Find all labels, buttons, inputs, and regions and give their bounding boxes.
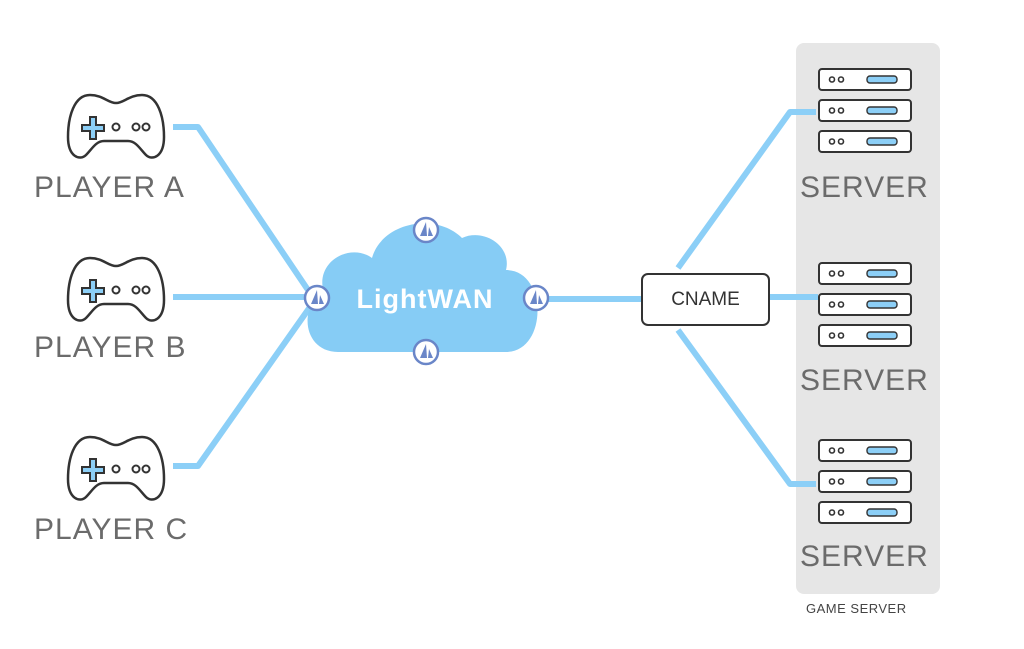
cloud-node-top <box>412 216 440 244</box>
server-rack-icon <box>818 439 912 524</box>
cloud-node-right <box>522 284 550 312</box>
link-player-a <box>173 124 313 295</box>
server-3-label: SERVER <box>800 540 929 573</box>
link-server-3 <box>675 328 816 487</box>
game-server-group-label: GAME SERVER <box>806 601 907 616</box>
player-c-label: PLAYER C <box>34 513 189 546</box>
server-rack-icon <box>818 262 912 347</box>
link-server-1 <box>675 109 816 270</box>
cloud-node-left <box>303 284 331 312</box>
server-1-label: SERVER <box>800 171 929 204</box>
cname-label: CNAME <box>671 288 740 310</box>
gamepad-icon <box>66 435 166 501</box>
server-2-label: SERVER <box>800 364 929 397</box>
gamepad-icon <box>66 256 166 322</box>
cname-box: CNAME <box>641 273 770 326</box>
player-b-label: PLAYER B <box>34 331 187 364</box>
gamepad-icon <box>66 93 166 159</box>
server-rack-icon <box>818 68 912 153</box>
cloud-node-bottom <box>412 338 440 366</box>
lightwan-cloud <box>307 223 538 352</box>
lightwan-label: LightWAN <box>356 284 494 314</box>
player-a-label: PLAYER A <box>34 171 185 204</box>
link-player-c <box>173 305 313 469</box>
